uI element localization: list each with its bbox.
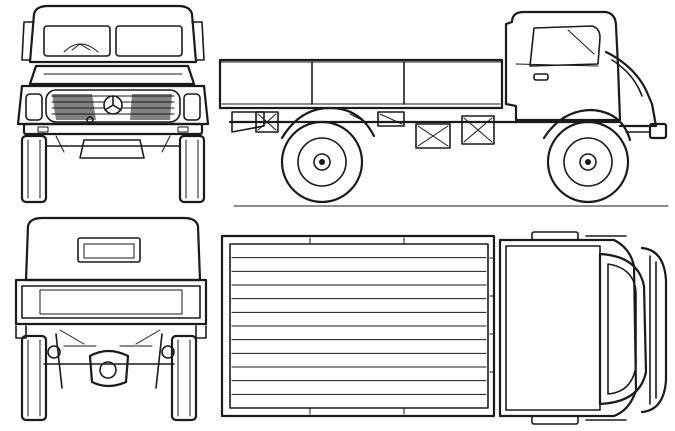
rear-view [14, 216, 208, 422]
top-view [220, 231, 668, 425]
bed-planks [231, 257, 487, 395]
front-view [16, 4, 210, 204]
side-view [218, 10, 669, 207]
